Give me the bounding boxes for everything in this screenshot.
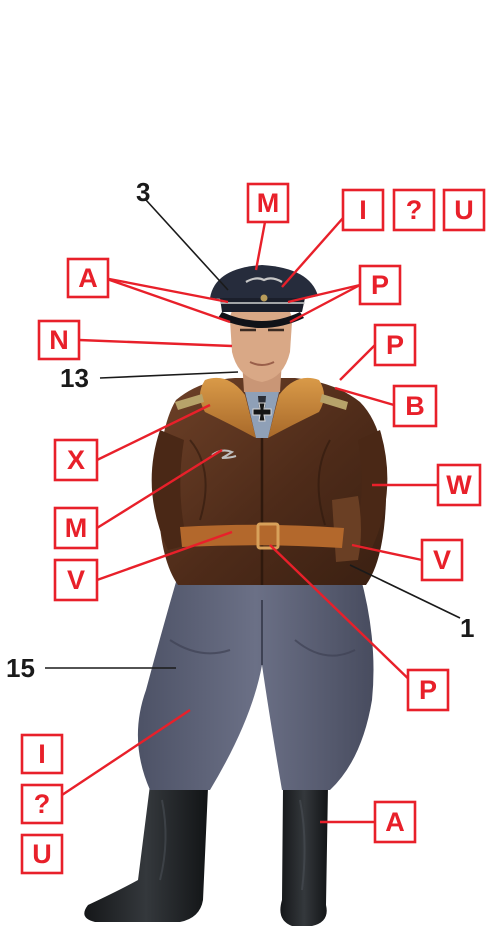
code-label: ?	[22, 785, 62, 823]
trousers	[138, 575, 374, 790]
code-label: U	[444, 190, 484, 230]
code-text: N	[49, 325, 69, 355]
code-text: V	[67, 565, 85, 595]
code-label: A	[375, 802, 415, 842]
boots	[84, 785, 328, 926]
code-text: A	[385, 807, 405, 837]
code-label: V	[55, 560, 97, 600]
code-label: W	[438, 465, 480, 505]
code-label: I	[22, 735, 62, 773]
code-text: X	[67, 445, 85, 475]
code-text: U	[32, 839, 52, 869]
code-text: P	[386, 330, 404, 360]
code-text: ?	[34, 789, 51, 819]
number-label: 1	[460, 613, 474, 643]
code-text: B	[405, 391, 425, 421]
code-label: P	[408, 670, 448, 710]
code-label: A	[68, 259, 108, 297]
figure-illustration	[84, 265, 387, 926]
number-label: 15	[6, 653, 35, 683]
code-label: V	[422, 540, 462, 580]
code-label: P	[360, 266, 400, 304]
code-label: ?	[394, 190, 434, 230]
code-label: N	[39, 321, 79, 359]
code-text: M	[257, 188, 280, 218]
code-label: B	[394, 386, 436, 426]
code-text: P	[419, 675, 437, 705]
code-text: W	[446, 470, 472, 500]
code-text: A	[78, 263, 98, 293]
belt	[180, 524, 344, 548]
code-text: M	[65, 513, 88, 543]
code-label: X	[55, 440, 97, 480]
code-label: P	[375, 325, 415, 365]
number-label: 13	[60, 363, 89, 393]
code-text: U	[454, 195, 474, 225]
code-label: U	[22, 835, 62, 873]
code-text: ?	[406, 195, 423, 225]
code-label: M	[55, 508, 97, 548]
code-text: V	[433, 545, 451, 575]
number-label: 3	[136, 177, 150, 207]
code-label: M	[248, 184, 288, 222]
code-text: I	[38, 739, 46, 769]
code-text: P	[371, 270, 389, 300]
code-text: I	[359, 195, 367, 225]
code-label: I	[343, 190, 383, 230]
head	[230, 298, 292, 392]
